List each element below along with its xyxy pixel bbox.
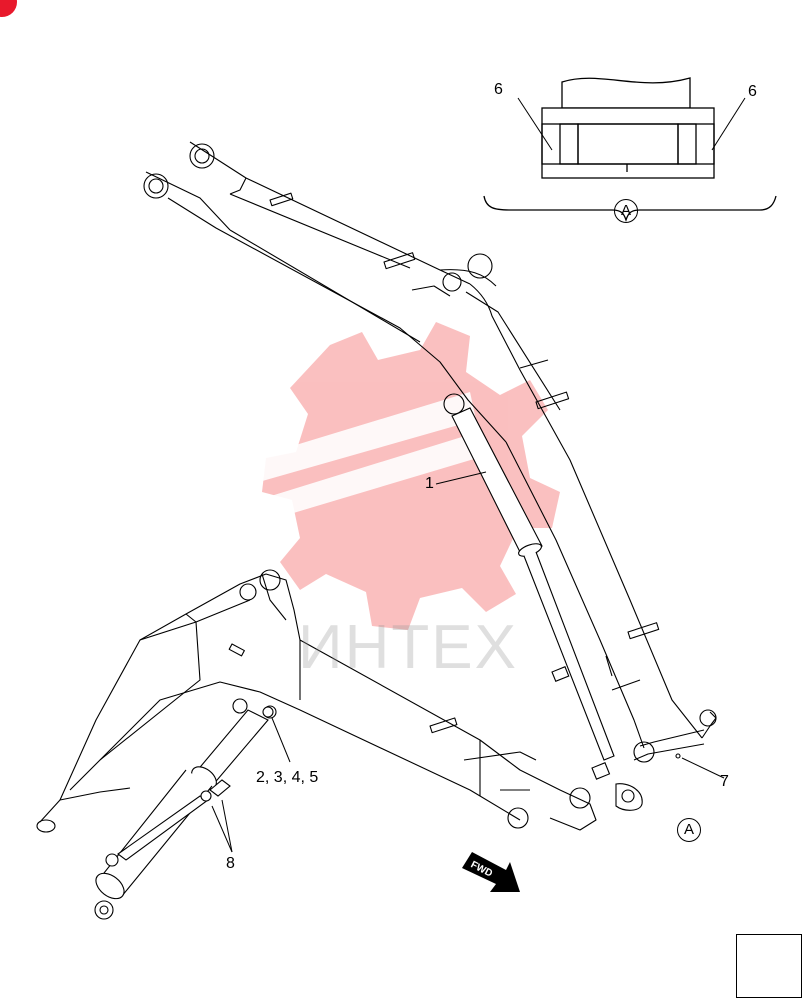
boom-lower-view [36,569,597,833]
fwd-arrow [462,852,520,892]
watermark-logo [240,322,560,630]
corner-mark [0,0,17,17]
callout-items-2-5: 2, 3, 4, 5 [256,769,319,786]
boom-upper-view [143,141,717,763]
cylinder-lower [94,706,274,920]
callout-item-1: 1 [425,475,434,492]
navigation-button[interactable] [736,934,802,998]
leader-lines [211,471,725,853]
watermark-text: ИНТЕХ [298,613,518,682]
callout-item-6-right: 6 [748,83,757,100]
callout-item-6-left: 6 [494,81,503,98]
callout-item-8: 8 [226,855,235,872]
detail-a-label: A [614,199,638,223]
view-a-location-label: A [677,818,701,842]
cylinder-item-1 [451,407,681,811]
callout-item-7: 7 [720,773,729,790]
